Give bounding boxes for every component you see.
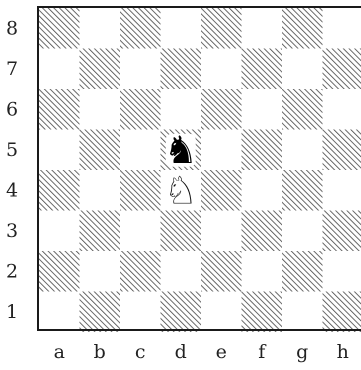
square-c5[interactable]	[120, 130, 161, 171]
square-a1[interactable]	[39, 292, 80, 333]
square-a3[interactable]	[39, 211, 80, 252]
square-d6[interactable]	[161, 89, 202, 130]
square-b1[interactable]	[80, 292, 121, 333]
square-b3[interactable]	[80, 211, 121, 252]
square-d7[interactable]	[161, 49, 202, 90]
square-g4[interactable]	[282, 170, 323, 211]
square-e3[interactable]	[201, 211, 242, 252]
square-e4[interactable]	[201, 170, 242, 211]
rank-label-4: 4	[6, 179, 18, 201]
rank-label-3: 3	[6, 220, 18, 242]
black-knight-icon[interactable]: ♞	[164, 128, 198, 172]
square-h5[interactable]	[323, 130, 361, 171]
square-b7[interactable]	[80, 49, 121, 90]
square-c3[interactable]	[120, 211, 161, 252]
file-labels: a b c d e f g h	[54, 341, 349, 363]
square-f7[interactable]	[242, 49, 283, 90]
rank-label-6: 6	[6, 98, 18, 120]
square-c4[interactable]	[120, 170, 161, 211]
square-f1[interactable]	[242, 292, 283, 333]
pieces: ♞♘	[164, 128, 198, 213]
square-f2[interactable]	[242, 251, 283, 292]
square-a4[interactable]	[39, 170, 80, 211]
square-f4[interactable]	[242, 170, 283, 211]
square-e7[interactable]	[201, 49, 242, 90]
square-c7[interactable]	[120, 49, 161, 90]
square-c8[interactable]	[120, 8, 161, 49]
rank-label-2: 2	[6, 260, 18, 282]
rank-label-8: 8	[6, 17, 18, 39]
square-e5[interactable]	[201, 130, 242, 171]
square-c6[interactable]	[120, 89, 161, 130]
square-f3[interactable]	[242, 211, 283, 252]
square-h7[interactable]	[323, 49, 361, 90]
square-g6[interactable]	[282, 89, 323, 130]
square-f8[interactable]	[242, 8, 283, 49]
rank-label-1: 1	[6, 301, 18, 323]
square-g2[interactable]	[282, 251, 323, 292]
square-h4[interactable]	[323, 170, 361, 211]
square-e2[interactable]	[201, 251, 242, 292]
file-label-h: h	[337, 341, 349, 363]
square-d1[interactable]	[161, 292, 202, 333]
file-label-f: f	[258, 341, 267, 363]
file-label-d: d	[175, 341, 187, 363]
square-b6[interactable]	[80, 89, 121, 130]
square-d3[interactable]	[161, 211, 202, 252]
square-h8[interactable]	[323, 8, 361, 49]
rank-labels: 8 7 6 5 4 3 2 1	[6, 17, 18, 323]
square-c2[interactable]	[120, 251, 161, 292]
square-g1[interactable]	[282, 292, 323, 333]
rank-label-7: 7	[6, 58, 18, 80]
square-e1[interactable]	[201, 292, 242, 333]
rank-label-5: 5	[6, 139, 18, 161]
file-label-a: a	[54, 341, 65, 363]
chessboard	[39, 8, 361, 332]
square-g8[interactable]	[282, 8, 323, 49]
square-b2[interactable]	[80, 251, 121, 292]
square-b5[interactable]	[80, 130, 121, 171]
square-d2[interactable]	[161, 251, 202, 292]
square-g7[interactable]	[282, 49, 323, 90]
square-a7[interactable]	[39, 49, 80, 90]
square-e8[interactable]	[201, 8, 242, 49]
white-knight-icon[interactable]: ♘	[164, 168, 198, 212]
file-label-g: g	[296, 341, 308, 363]
square-f5[interactable]	[242, 130, 283, 171]
square-a8[interactable]	[39, 8, 80, 49]
square-h1[interactable]	[323, 292, 361, 333]
square-g3[interactable]	[282, 211, 323, 252]
file-label-b: b	[94, 341, 106, 363]
square-d8[interactable]	[161, 8, 202, 49]
square-e6[interactable]	[201, 89, 242, 130]
file-label-c: c	[135, 341, 146, 363]
square-h6[interactable]	[323, 89, 361, 130]
square-c1[interactable]	[120, 292, 161, 333]
square-a2[interactable]	[39, 251, 80, 292]
square-f6[interactable]	[242, 89, 283, 130]
square-g5[interactable]	[282, 130, 323, 171]
file-label-e: e	[216, 341, 227, 363]
square-h3[interactable]	[323, 211, 361, 252]
square-a6[interactable]	[39, 89, 80, 130]
square-a5[interactable]	[39, 130, 80, 171]
square-b8[interactable]	[80, 8, 121, 49]
square-h2[interactable]	[323, 251, 361, 292]
square-b4[interactable]	[80, 170, 121, 211]
